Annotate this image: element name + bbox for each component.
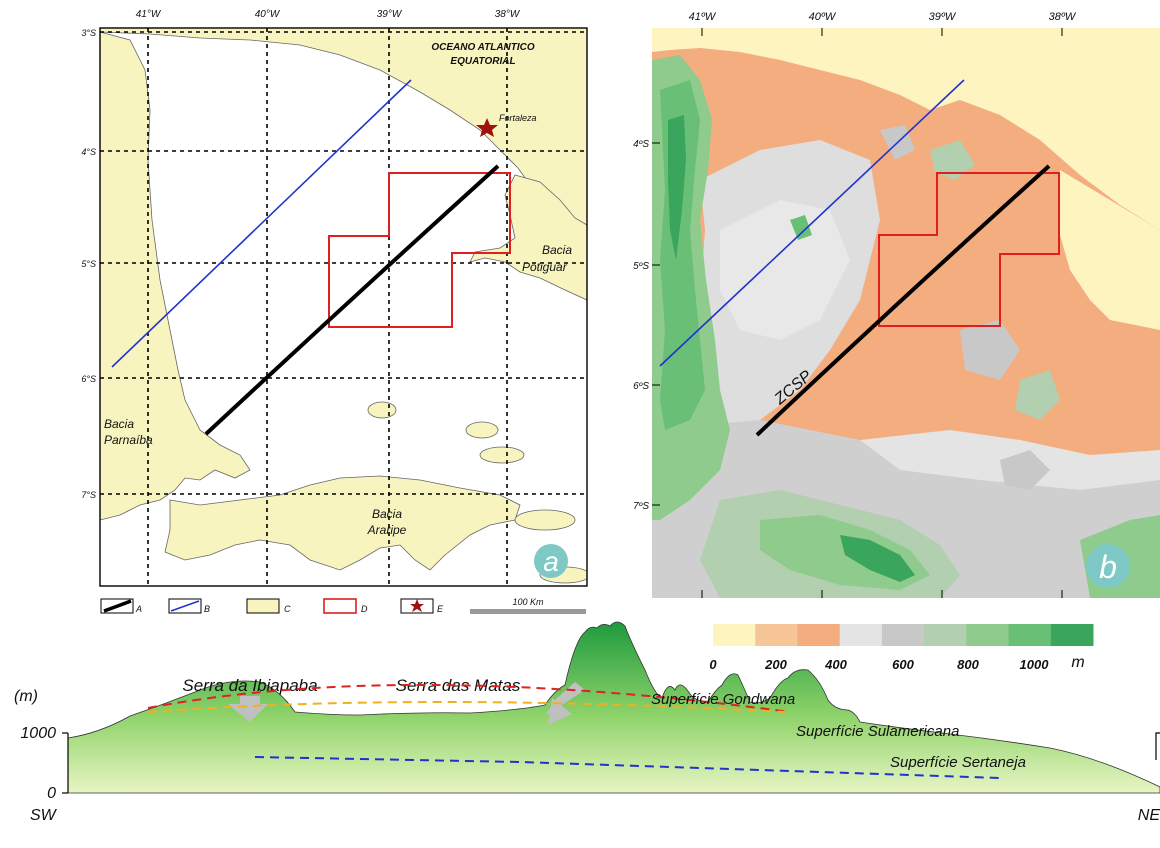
elev-tick-label: 0: [709, 657, 717, 672]
city-label: Fortaleza: [499, 113, 537, 123]
elev-tick-label: 800: [957, 657, 979, 672]
study-area-polygon: [328, 172, 511, 328]
panel-letter: b: [1099, 549, 1117, 585]
lat-label: 5°S: [81, 259, 96, 269]
elevation-swatch: [924, 624, 967, 646]
map-a-grid: [100, 28, 587, 586]
ocean-label: EQUATORIAL: [450, 56, 515, 67]
lat-label: 4ºS: [633, 139, 649, 150]
lon-label: 38ºW: [1049, 11, 1077, 23]
study-area-polygon: [878, 172, 1060, 327]
elevation-swatch: [797, 624, 841, 646]
basin-label: Parnaíba: [104, 433, 153, 447]
map-b-ticks: [652, 28, 1063, 598]
ne-label: NE: [1138, 807, 1160, 824]
y-tick-label: 1000: [20, 725, 56, 742]
lon-label: 41ºW: [689, 11, 717, 23]
topographic-profile: (m) 1000 0 SW NE Serra da Ibiapaba Serra…: [14, 621, 1160, 824]
legend-label: A: [135, 604, 142, 614]
elevation-swatch: [881, 624, 925, 646]
small-basin: [465, 421, 499, 439]
serra-ibiapaba-label: Serra da Ibiapaba: [182, 676, 317, 695]
zcsp-line: [755, 164, 1051, 437]
surface-gondwana-line: [147, 683, 791, 713]
surface-sulamericana-line: [147, 701, 786, 713]
legend-d-swatch: [323, 598, 357, 614]
serra-matas-label: Serra das Matas: [396, 676, 521, 695]
elev-tick-label: 600: [892, 657, 914, 672]
panel-b-badge: [1086, 544, 1130, 588]
map-a-legend: A B C D E 100 Km: [100, 597, 586, 614]
elev-tick-label: 200: [764, 657, 787, 672]
lon-label: 38°W: [495, 9, 521, 20]
elevation-swatch: [966, 624, 1009, 646]
potiguar-basin: [469, 174, 587, 301]
basin-label: Bacia: [542, 243, 572, 257]
lat-label: 6ºS: [633, 381, 649, 392]
lat-label: 6°S: [81, 374, 96, 384]
basin-label: Bacia: [372, 507, 402, 521]
small-basin: [514, 509, 576, 531]
lon-label: 39°W: [377, 9, 403, 20]
elev-tick-label: 400: [824, 657, 847, 672]
fortaleza-star-icon: [476, 118, 498, 137]
basin-label: Araripe: [367, 523, 407, 537]
elevation-swatch: [713, 624, 756, 646]
elevation-swatch: [1050, 624, 1094, 646]
surface-sulamericana-label: Superfície Sulamericana: [796, 723, 959, 740]
surface-sertaneja-label: Superfície Sertaneja: [890, 754, 1026, 771]
right-axis-bracket: [1155, 732, 1160, 760]
surface-gondwana-label: Superfície Gondwana: [651, 691, 795, 708]
legend-label: B: [204, 604, 210, 614]
legend-label: E: [437, 604, 444, 614]
lat-label: 7ºS: [633, 501, 649, 512]
profile-unit: (m): [14, 688, 38, 705]
elevation-swatch: [755, 624, 798, 646]
elev-tick-label: 1000: [1020, 657, 1050, 672]
basin-label: Potiguar: [522, 260, 568, 274]
lat-label: 4°S: [81, 147, 96, 157]
scale-label: 100 Km: [512, 597, 544, 607]
line-b: [659, 79, 965, 367]
legend-a-swatch: [103, 599, 132, 613]
legend-b-swatch: [170, 600, 200, 612]
line-b: [111, 79, 412, 368]
small-basin: [479, 446, 525, 464]
ocean-label: OCEANO ATLANTICO: [431, 42, 535, 53]
lat-label: 3°S: [81, 28, 96, 38]
arrow-down-icon: [228, 704, 268, 722]
legend-label: C: [284, 604, 291, 614]
lon-label: 40°W: [255, 9, 281, 20]
panel-letter: a: [543, 546, 559, 577]
lon-label: 40ºW: [809, 11, 837, 23]
panel-a-badge: [534, 544, 568, 578]
lon-label: 39ºW: [929, 11, 957, 23]
araripe-basin: [164, 475, 521, 571]
small-basin: [367, 401, 397, 419]
elevation-legend-labels: 0 200 400 600 800 1000 m: [709, 654, 1084, 672]
legend-e-star-icon: [410, 599, 424, 612]
y-tick-label: 0: [47, 785, 56, 802]
elev-unit: m: [1071, 654, 1084, 671]
legend-label: D: [361, 604, 368, 614]
map-b: ZCSP 41ºW 40ºW 39ºW 38ºW 4ºS 5ºS 6ºS 7ºS…: [633, 11, 1160, 598]
elevation-swatch: [839, 624, 883, 646]
profile-line-a: [204, 164, 500, 436]
lat-label: 7°S: [81, 490, 96, 500]
elevation-swatch: [1008, 624, 1052, 646]
basin-label: Bacia: [104, 417, 134, 431]
relief-profile: [67, 621, 1160, 794]
elevation-map: [652, 28, 1160, 598]
lon-label: 41°W: [136, 9, 162, 20]
map-a: 41°W 40°W 39°W 38°W 3°S 4°S 5°S 6°S 7°S …: [81, 9, 588, 587]
scale-bar: [470, 609, 586, 614]
legend-c-swatch: [246, 598, 280, 614]
elevation-legend: [713, 624, 1094, 646]
map-a-frame: [99, 27, 588, 587]
sw-label: SW: [30, 807, 58, 824]
lat-label: 5ºS: [633, 261, 649, 272]
